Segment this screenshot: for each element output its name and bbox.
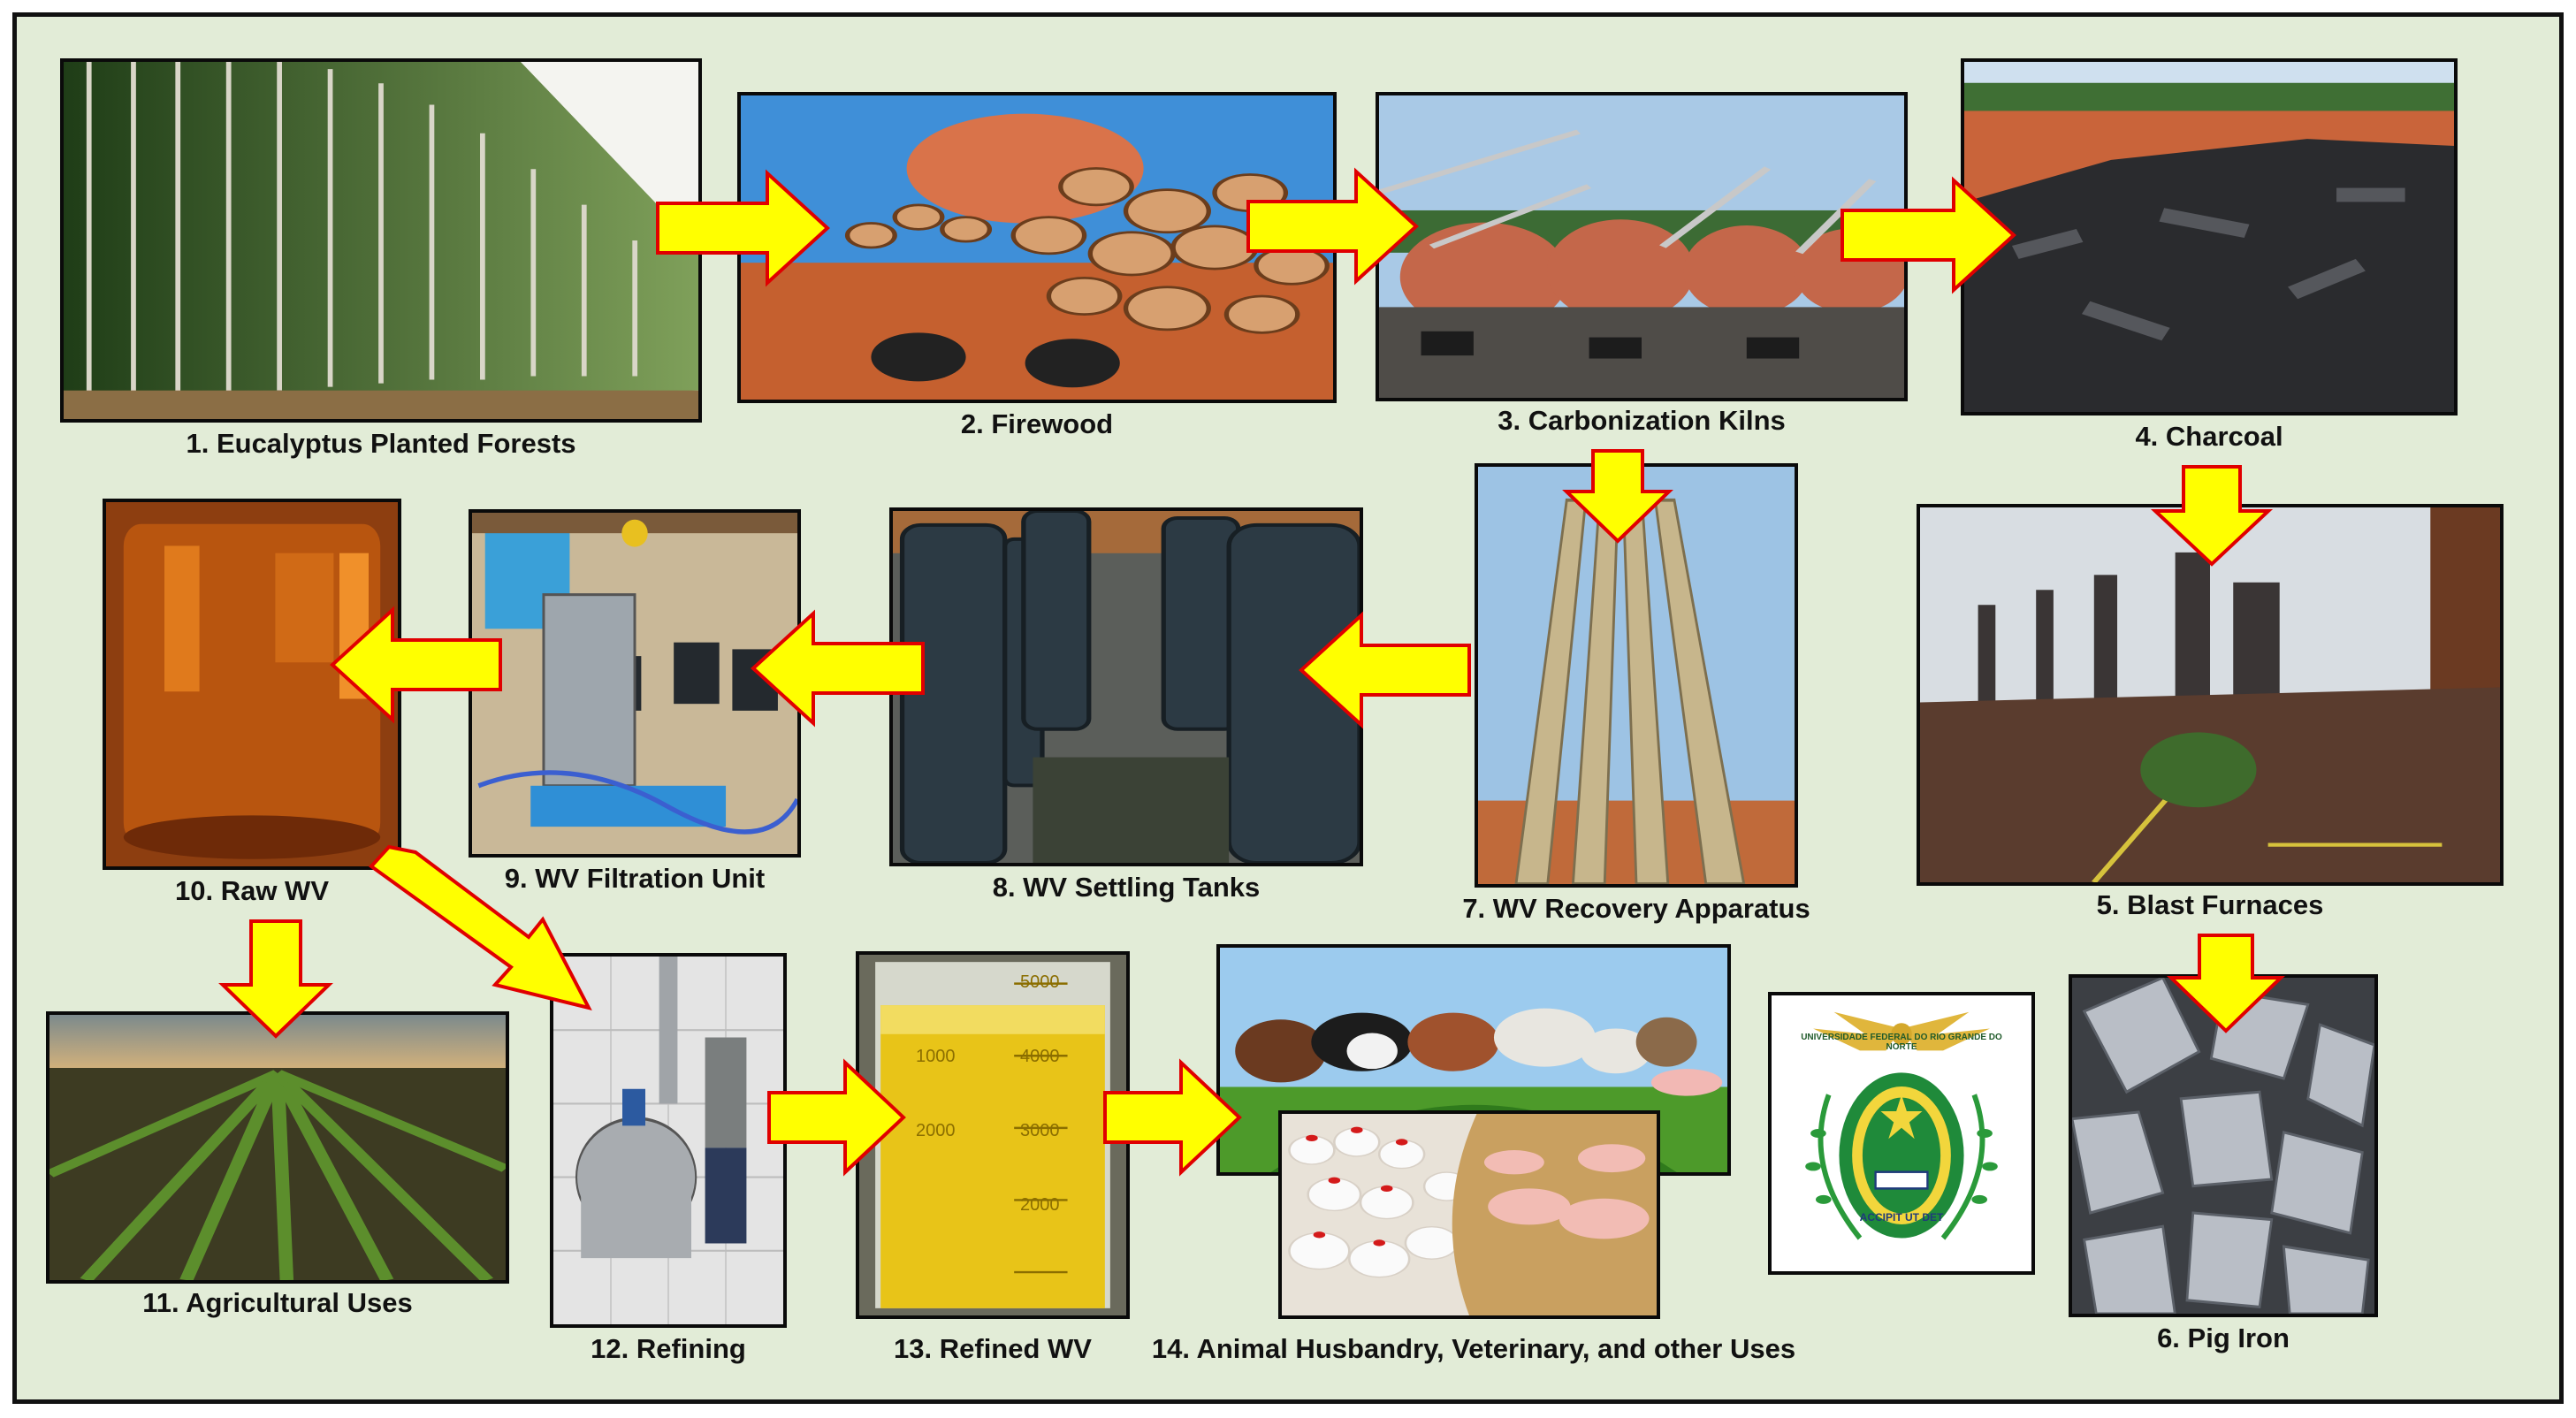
caption-step-11: 11. Agricultural Uses — [142, 1287, 413, 1318]
photo-raw-wv — [103, 499, 401, 870]
photo-charcoal — [1961, 58, 2458, 415]
photo-agricultural-uses — [46, 1011, 509, 1284]
caption-step-12: 12. Refining — [591, 1333, 746, 1364]
caption-step-10: 10. Raw WV — [175, 875, 329, 906]
photo-wv-filtration-unit — [469, 509, 801, 858]
beaker-mark-2000: 2000 — [1020, 1195, 1060, 1215]
caption-step-5: 5. Blast Furnaces — [2096, 889, 2324, 920]
photo-poultry-and-pigs — [1278, 1110, 1660, 1319]
photo-wv-recovery-apparatus — [1475, 463, 1798, 888]
beaker-mark-4000: 4000 — [1020, 1047, 1060, 1066]
caption-step-2: 2. Firewood — [960, 408, 1114, 439]
photo-firewood — [737, 92, 1337, 403]
caption-step-8: 8. WV Settling Tanks — [992, 872, 1261, 903]
photo-pig-iron — [2069, 974, 2378, 1317]
beaker-mark-2000-left: 2000 — [916, 1121, 956, 1140]
university-seal: UNIVERSIDADE FEDERAL DO RIO GRANDE DO NO… — [1768, 992, 2035, 1275]
seal-motto: ACCIPIT UT DET — [1859, 1211, 1944, 1224]
caption-step-13: 13. Refined WV — [894, 1333, 1092, 1364]
photo-carbonization-kilns — [1376, 92, 1908, 401]
caption-step-9: 9. WV Filtration Unit — [504, 863, 766, 894]
photo-wv-settling-tanks — [889, 507, 1363, 866]
beaker-mark-3000: 3000 — [1020, 1121, 1060, 1140]
photo-refined-wv-beaker: 5000 4000 3000 2000 1000 2000 — [856, 951, 1130, 1319]
caption-step-1: 1. Eucalyptus Planted Forests — [186, 428, 576, 459]
photo-refining — [550, 953, 787, 1328]
seal-university-name: UNIVERSIDADE FEDERAL DO RIO GRANDE DO NO… — [1801, 1033, 2002, 1052]
caption-step-6: 6. Pig Iron — [2157, 1323, 2290, 1353]
beaker-mark-1000: 1000 — [916, 1047, 956, 1066]
photo-blast-furnaces — [1917, 504, 2504, 886]
beaker-mark-5000: 5000 — [1020, 972, 1060, 992]
caption-step-3: 3. Carbonization Kilns — [1498, 405, 1786, 436]
photo-eucalyptus-forest — [60, 58, 702, 423]
caption-step-4: 4. Charcoal — [2135, 421, 2283, 452]
caption-step-14: 14. Animal Husbandry, Veterinary, and ot… — [1151, 1333, 1796, 1364]
caption-step-7: 7. WV Recovery Apparatus — [1462, 893, 1810, 924]
